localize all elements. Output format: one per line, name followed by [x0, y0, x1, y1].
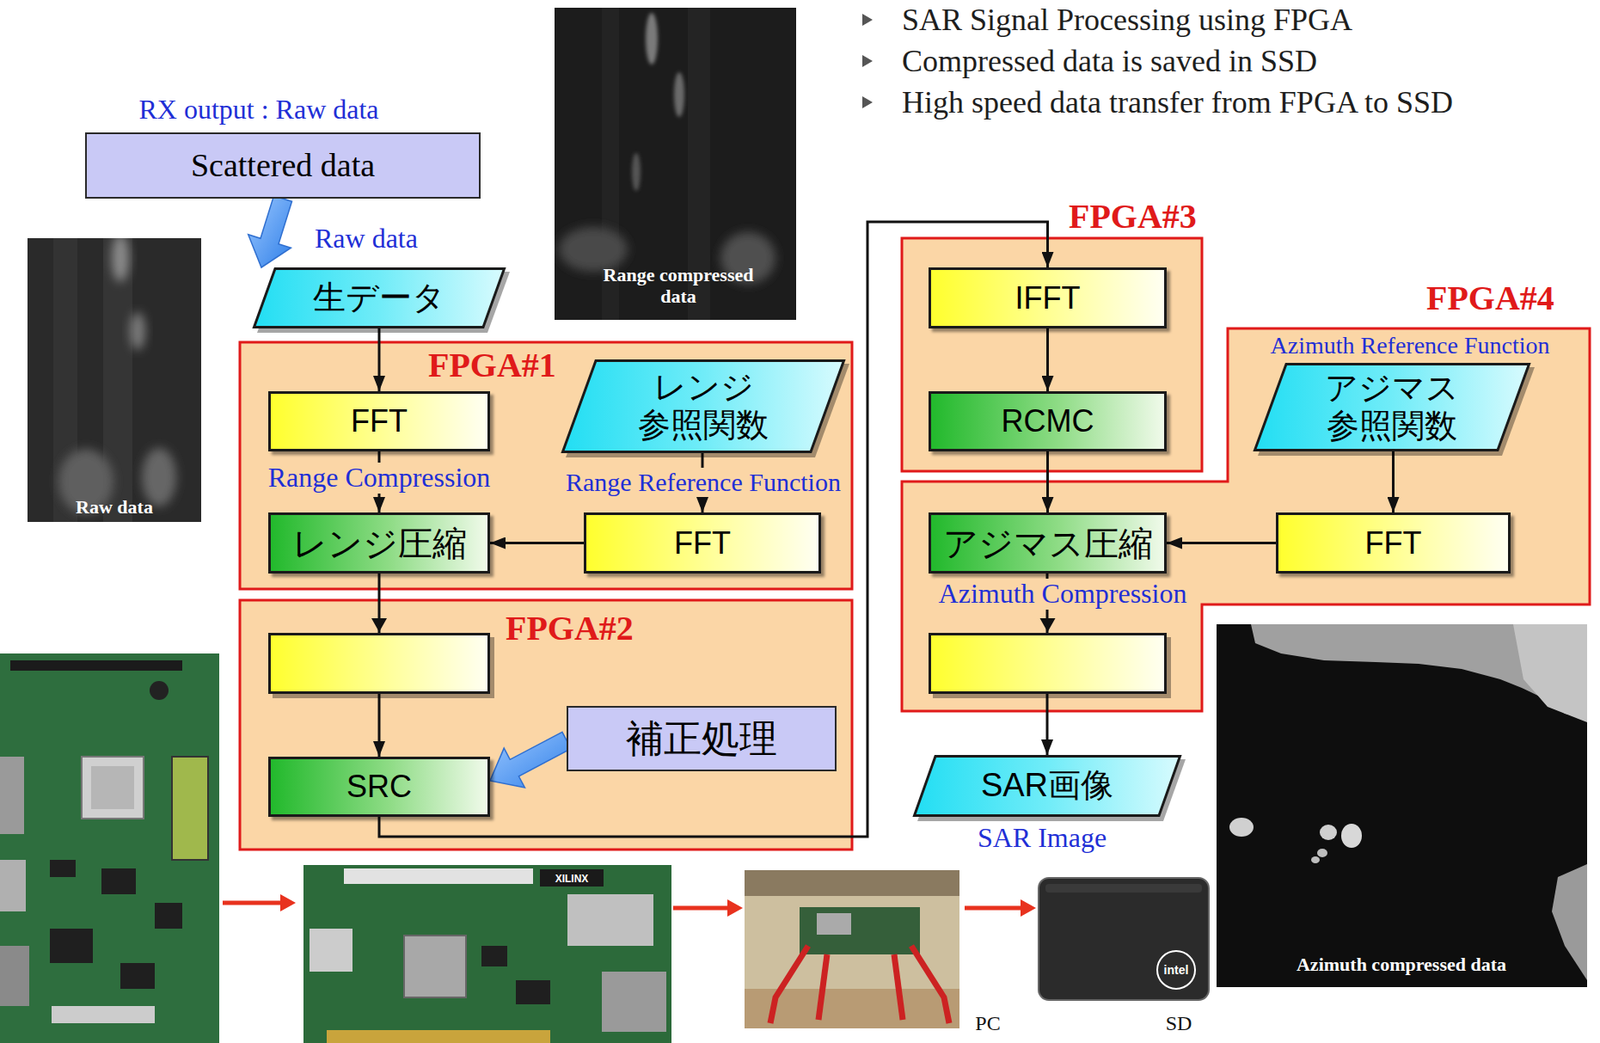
bullet-text: High speed data transfer from FPGA to SS…	[901, 85, 1453, 120]
connector-line	[1046, 328, 1049, 392]
region-title-holder: FPGA#1	[428, 345, 557, 386]
node-text: 生データ	[312, 279, 446, 318]
connector-line	[378, 328, 381, 392]
note-box: Scattered data	[85, 132, 481, 199]
data-parallelogram: アジマス 参照関数	[1253, 362, 1531, 452]
connector-line	[490, 541, 584, 545]
annotation: Azimuth Reference Function	[1266, 331, 1553, 359]
node-text: レンジ圧縮	[292, 523, 467, 564]
image-caption: Raw data	[75, 496, 154, 519]
device-flow-arrows	[222, 894, 1037, 917]
label-holder: SAR Signal Processing using FPGA	[901, 2, 1353, 37]
compression-box: SRC	[268, 756, 491, 817]
block-arrow-shape	[248, 196, 293, 268]
label-holder: RX output : Raw data	[138, 94, 379, 126]
node-text: レンジ 参照関数	[617, 368, 790, 444]
label-holder: Range Reference Function	[562, 467, 845, 497]
process-box: IFFT	[928, 267, 1167, 329]
parallelogram-fill	[914, 756, 1181, 816]
compression-box: RCMC	[928, 391, 1167, 452]
region-fill	[901, 238, 1202, 472]
spartan-board-photo	[303, 864, 672, 1043]
label-holder: SAR Image	[977, 822, 1107, 854]
process-box: FFT	[583, 512, 822, 574]
node-text: SAR画像	[980, 766, 1114, 805]
parallelogram-fill	[1255, 364, 1530, 451]
fpga-region: FPGA#3IFFTRCMC	[901, 238, 1202, 472]
region-title: FPGA#2	[505, 608, 634, 648]
process-box: FFT	[1275, 512, 1511, 574]
label-holder: intel	[1164, 962, 1190, 978]
data-parallelogram: SAR画像	[913, 754, 1182, 817]
bullet-text: Compressed data is saved in SSD	[901, 43, 1318, 79]
data-parallelogram: レンジ 参照関数	[561, 359, 846, 454]
connector-line	[1391, 451, 1395, 513]
logo-text: intel	[1164, 963, 1190, 978]
region-title-holder: FPGA#3	[1068, 196, 1197, 237]
label-holder: Compressed data is saved in SSD	[901, 43, 1318, 79]
label-holder: Raw data	[75, 496, 154, 519]
process-box: FFT	[268, 391, 491, 452]
device-label: PC	[974, 1011, 1000, 1036]
annotation: Range Compression	[264, 462, 495, 494]
pc-robot-photo	[744, 870, 960, 1029]
azimuth-compressed-image	[1216, 624, 1588, 987]
region-fill	[901, 328, 1590, 712]
block-arrow	[248, 196, 293, 268]
label-holder: PC	[974, 1011, 1000, 1036]
region-title-holder: FPGA#2	[505, 608, 634, 649]
label-holder: Raw data	[314, 223, 418, 255]
range-compressed-image	[554, 7, 797, 320]
node-text: SRC	[346, 768, 412, 804]
ssd-photo	[1038, 877, 1209, 1000]
annotation: SAR Image	[977, 822, 1107, 854]
node-text: 補正処理	[625, 717, 778, 761]
annotation: RX output : Raw data	[138, 94, 379, 126]
label-holder: Azimuth Compression	[935, 578, 1191, 610]
node-text: IFFT	[1015, 280, 1081, 316]
parallelogram-fill	[254, 269, 505, 328]
region-title: FPGA#3	[1068, 196, 1197, 236]
note-box: 補正処理	[566, 705, 837, 772]
node-text: アジマス圧縮	[943, 523, 1153, 564]
connector-line	[1166, 541, 1276, 545]
label-holder: SD	[1165, 1011, 1193, 1036]
annotation: Azimuth Compression	[935, 578, 1191, 610]
node-text: FFT	[674, 525, 731, 561]
node-text: FFT	[350, 403, 408, 439]
connector-line	[1046, 451, 1049, 513]
raw-data-image	[27, 238, 202, 522]
label-holder: Azimuth Reference Function	[1266, 331, 1553, 359]
node-text: アジマス 参照関数	[1305, 369, 1478, 445]
image-caption: Azimuth compressed data	[1296, 954, 1507, 976]
node-text: FFT	[1365, 525, 1423, 561]
virtex-board-photo	[0, 653, 220, 1043]
compression-box: アジマス圧縮	[928, 512, 1167, 574]
label-holder: Range compressed data	[583, 264, 773, 307]
region-fill	[239, 342, 853, 589]
label-holder: XILINX	[555, 870, 589, 886]
compression-box: レンジ圧縮	[268, 512, 491, 574]
parallelogram-fill	[563, 361, 845, 453]
region-title: FPGA#4	[1426, 278, 1555, 318]
node-text: Scattered data	[190, 147, 375, 185]
node-text: RCMC	[1001, 403, 1095, 439]
logo-text: XILINX	[555, 873, 589, 885]
label-holder: Azimuth compressed data	[1296, 954, 1507, 976]
region-title: FPGA#1	[428, 345, 557, 385]
label-holder: High speed data transfer from FPGA to SS…	[901, 85, 1453, 120]
annotation: Range Reference Function	[562, 467, 845, 497]
bullet-markers	[862, 13, 873, 109]
label-holder: Range Compression	[264, 462, 495, 494]
device-label: SD	[1165, 1011, 1193, 1036]
edge-label: Raw data	[314, 223, 418, 255]
region-title-holder: FPGA#4	[1426, 278, 1555, 319]
region-fill	[239, 600, 853, 850]
data-parallelogram: 生データ	[252, 267, 506, 329]
image-caption: Range compressed data	[583, 264, 773, 307]
bullet-text: SAR Signal Processing using FPGA	[901, 2, 1353, 37]
